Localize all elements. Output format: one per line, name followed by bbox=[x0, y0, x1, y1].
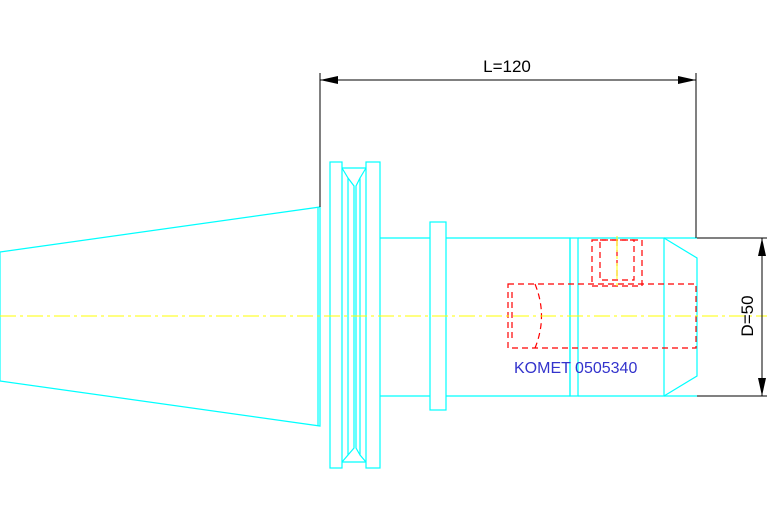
holder-nose bbox=[663, 237, 698, 397]
holder-body bbox=[380, 221, 665, 411]
length-label: L=120 bbox=[483, 57, 531, 76]
diameter-label: D=50 bbox=[738, 295, 757, 336]
part-label: KOMET 0505340 bbox=[514, 360, 637, 377]
diameter-dimension bbox=[697, 237, 767, 397]
flange bbox=[329, 161, 381, 469]
length-dimension bbox=[319, 73, 697, 238]
